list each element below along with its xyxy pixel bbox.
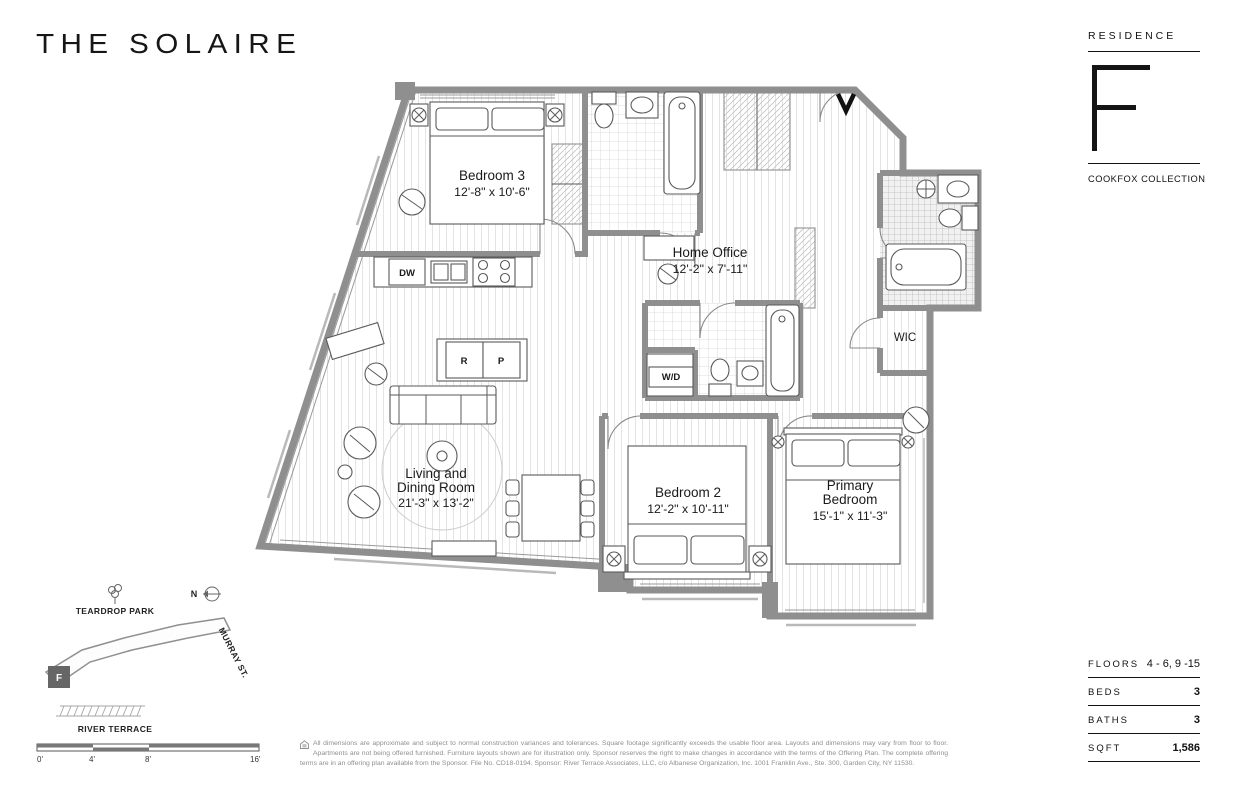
primary-label-2: Bedroom [823,492,878,507]
home-office-dims: 12'-2" x 7'-11" [673,262,748,276]
river-terrace-label: RIVER TERRACE [78,724,153,734]
bedroom2-label: Bedroom 2 [655,485,721,500]
scale-tick-16: 16' [250,755,261,764]
wd-label: W/D [662,372,681,383]
living-label-1: Living and [405,466,467,481]
unit-marker [48,666,70,688]
brand-logo: THE SOLAIRE [36,28,303,59]
bedroom3-furniture [398,101,565,225]
unit-marker-label: F [56,673,62,684]
bedroom3-label: Bedroom 3 [459,168,525,183]
residence-block: RESIDENCE F COOKFOX COLLECTION [1088,30,1205,184]
collection-label: COOKFOX COLLECTION [1088,163,1205,184]
sqft-label: SQFT [1088,743,1122,754]
residence-label: RESIDENCE [1088,30,1200,52]
balcony-rails [266,155,916,627]
pantry-label: P [498,356,505,367]
primary-dims: 15'-1" x 11'-3" [813,509,888,523]
site-map: TEARDROP PARK N F MURRAY ST. RIVER TERRA… [44,584,251,734]
bathroom3-fixtures [646,304,800,397]
home-office-label: Home Office [673,245,748,260]
beds-label: BEDS [1088,687,1122,698]
stat-row-beds: BEDS 3 [1088,678,1200,706]
scale-tick-0: 0' [37,755,43,764]
wic-label: WIC [894,332,916,344]
dw-label: DW [399,268,415,279]
living-dims: 21'-3" x 13'-2" [398,496,474,510]
stat-row-sqft: SQFT 1,586 [1088,734,1200,762]
bedroom2-furniture [602,445,772,580]
beds-value: 3 [1193,686,1200,698]
teardrop-park-label: TEARDROP PARK [76,606,155,616]
living-label-2: Dining Room [397,480,475,495]
floor-plan-drawing: Bedroom 3 12'-8" x 10'-6" Home Office 12… [255,82,982,627]
bathroom2-fixtures [885,174,979,291]
stat-row-baths: BATHS 3 [1088,706,1200,734]
floors-label: FLOORS [1088,659,1140,670]
home-office-furniture [643,235,695,285]
kitchen-fixtures [325,256,533,386]
baths-label: BATHS [1088,715,1129,726]
sqft-value: 1,586 [1172,742,1200,754]
room-labels: Bedroom 3 12'-8" x 10'-6" Home Office 12… [397,168,916,523]
disclaimer-text: All dimensions are approximate and subje… [300,740,948,767]
stat-row-floors: FLOORS 4 - 6, 9 -15 [1088,650,1200,678]
equal-housing-icon [300,740,309,749]
floors-value: 4 - 6, 9 -15 [1146,658,1200,670]
bathroom1-fixtures [591,91,701,195]
living-dining-furniture [337,385,595,557]
north-label: N [191,589,198,599]
stats-table: FLOORS 4 - 6, 9 -15 BEDS 3 BATHS 3 SQFT … [1088,650,1200,762]
primary-bedroom-furniture [771,406,930,565]
north-compass-icon: N [191,586,221,602]
scale-bar: 0' 4' 8' 16' [36,743,261,764]
tree-icon [108,584,122,604]
river-terrace-road [56,705,145,717]
entry-arrow-icon [835,93,857,117]
interior-walls [352,90,930,590]
residence-letter: F [1092,65,1150,151]
legal-disclaimer: All dimensions are approximate and subje… [300,739,948,769]
primary-label-1: Primary [827,478,874,493]
building-footprint [44,617,232,685]
bedroom3-dims: 12'-8" x 10'-6" [454,185,530,199]
baths-value: 3 [1193,714,1200,726]
bedroom2-dims: 12'-2" x 10'-11" [647,502,729,516]
murray-st-label: MURRAY ST. [217,626,251,680]
refrigerator-label: R [461,356,468,367]
scale-tick-8: 8' [145,755,151,764]
scale-tick-4: 4' [89,755,95,764]
